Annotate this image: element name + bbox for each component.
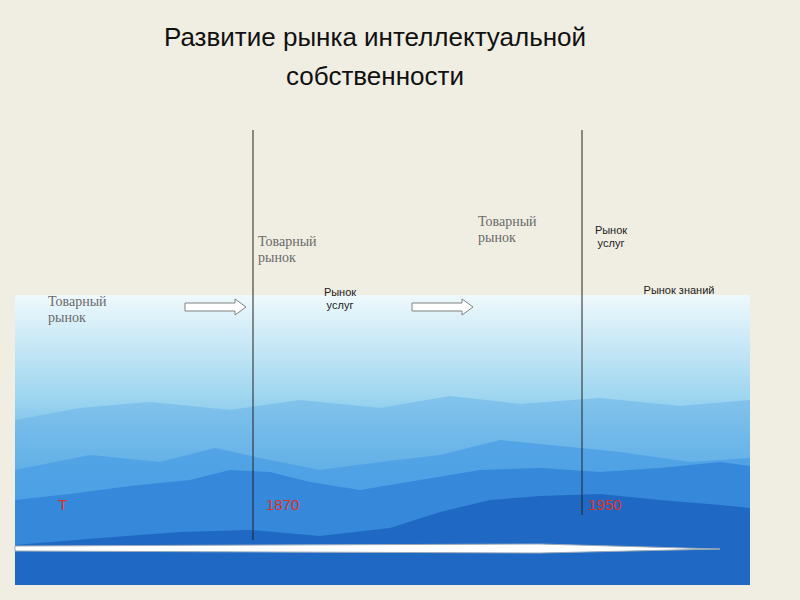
block-arrow (185, 299, 246, 315)
sky-panel (15, 295, 750, 585)
far-mountains (15, 396, 750, 585)
title: Развитие рынка интеллектуальной собствен… (125, 18, 625, 96)
period-label: Т (58, 496, 88, 513)
year-label: 1870 (266, 496, 316, 513)
era-line (582, 130, 583, 515)
mid-mountains (15, 440, 750, 585)
market-label: Товарный рынок (478, 214, 558, 246)
market-label: Товарный рынок (48, 294, 128, 326)
market-label: Рынок знаний (624, 284, 734, 297)
market-label: Рынок услуг (586, 224, 636, 250)
era-line (253, 130, 254, 540)
year-label: 1950 (588, 496, 638, 513)
market-label: Рынок услуг (312, 286, 368, 312)
near-mountains (15, 462, 750, 585)
time-arrow (15, 544, 720, 553)
front-hills (15, 494, 750, 585)
block-arrow (412, 299, 473, 315)
market-label: Товарный рынок (258, 234, 338, 266)
